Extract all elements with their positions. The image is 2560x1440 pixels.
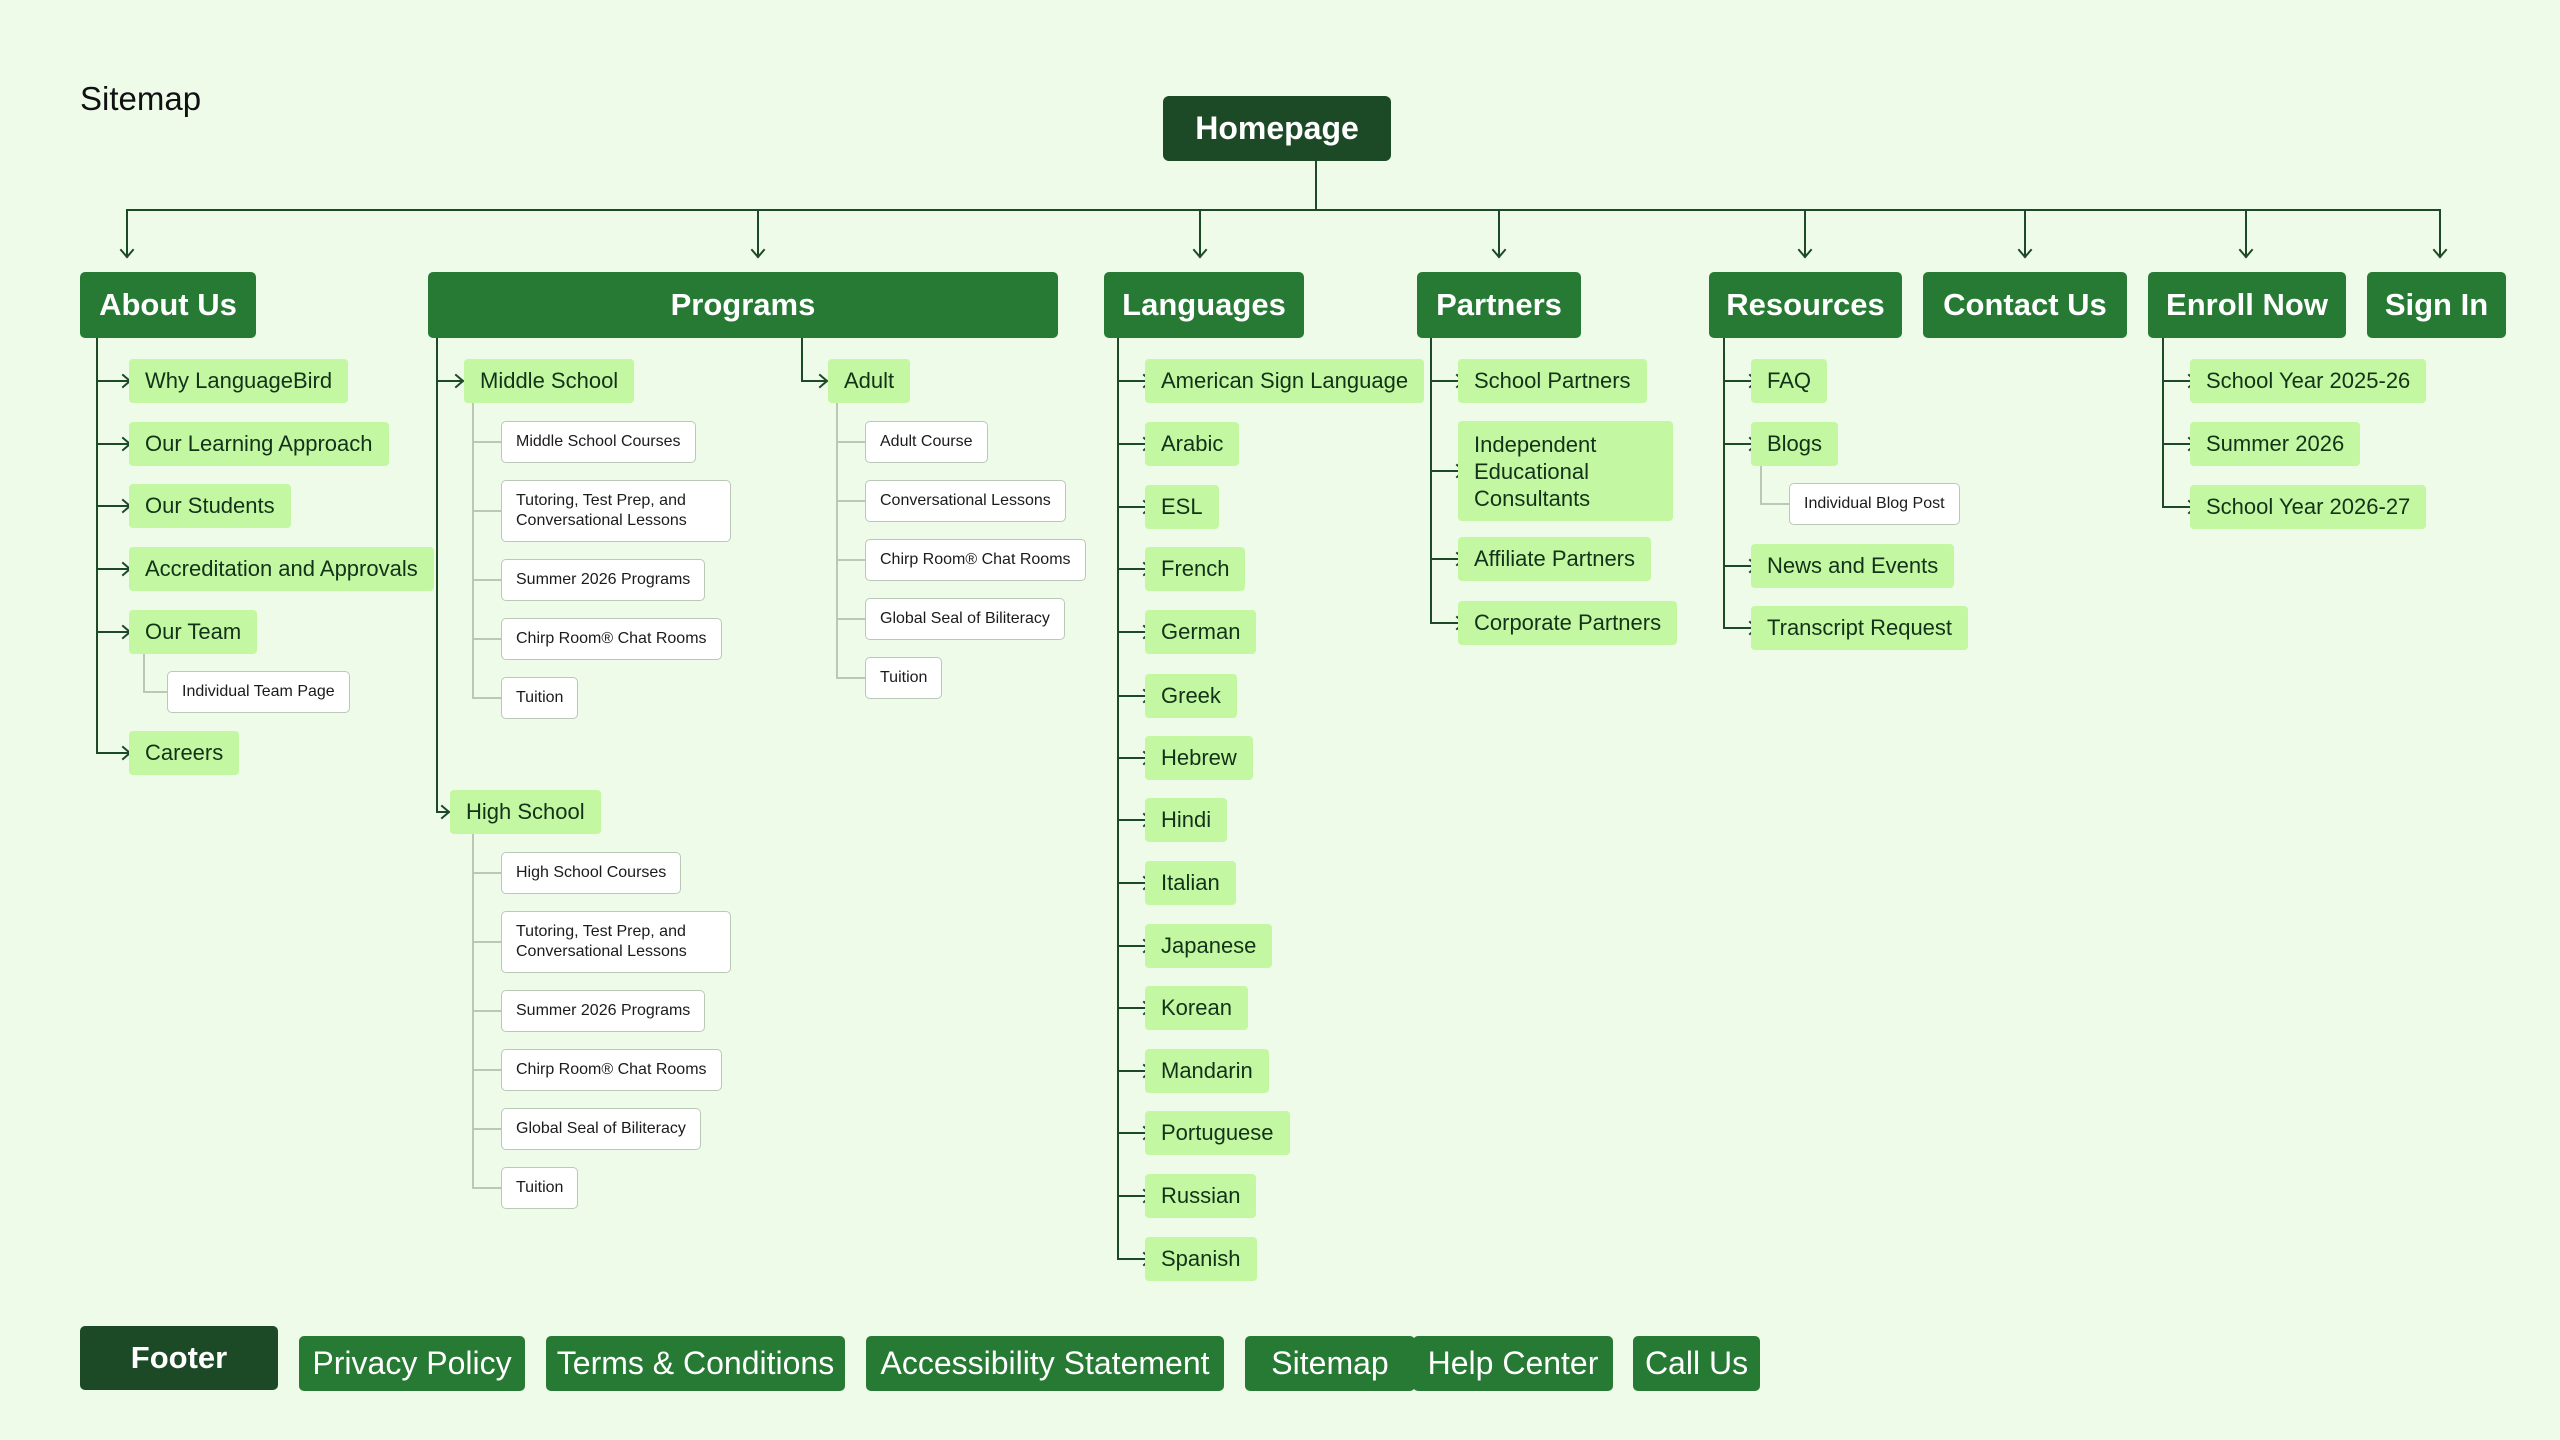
language-item[interactable]: Portuguese <box>1145 1111 1290 1155</box>
middle-school-page[interactable]: Tutoring, Test Prep, and Conversational … <box>501 480 731 542</box>
adult-page[interactable]: Adult Course <box>865 421 988 463</box>
footer-label: Footer <box>80 1326 278 1390</box>
footer-link-call-us[interactable]: Call Us <box>1633 1336 1760 1391</box>
enroll-item[interactable]: School Year 2026-27 <box>2190 485 2427 529</box>
high-school-page[interactable]: Tuition <box>501 1167 579 1209</box>
language-item[interactable]: Russian <box>1145 1174 1257 1218</box>
high-school-page[interactable]: Chirp Room® Chat Rooms <box>501 1049 722 1091</box>
partners-item[interactable]: School Partners <box>1458 359 1647 403</box>
section-enroll-now[interactable]: Enroll Now <box>2148 272 2346 338</box>
language-item[interactable]: Spanish <box>1145 1237 1257 1281</box>
middle-school-page[interactable]: Chirp Room® Chat Rooms <box>501 618 722 660</box>
middle-school-page[interactable]: Summer 2026 Programs <box>501 559 706 601</box>
page-title: Sitemap <box>80 80 202 117</box>
footer-link-sitemap[interactable]: Sitemap <box>1245 1336 1415 1391</box>
footer-link-terms[interactable]: Terms & Conditions <box>546 1336 845 1391</box>
high-school-page[interactable]: Tutoring, Test Prep, and Conversational … <box>501 911 731 973</box>
about-item[interactable]: Our Students <box>129 484 291 528</box>
about-item[interactable]: Why LanguageBird <box>129 359 349 403</box>
resources-item[interactable]: Transcript Request <box>1751 606 1969 650</box>
language-item[interactable]: ESL <box>1145 485 1219 529</box>
programs-middle-school[interactable]: Middle School <box>464 359 635 403</box>
footer-link-accessibility[interactable]: Accessibility Statement <box>866 1336 1224 1391</box>
resources-item[interactable]: News and Events <box>1751 544 1955 588</box>
language-item[interactable]: American Sign Language <box>1145 359 1425 403</box>
enroll-item[interactable]: School Year 2025-26 <box>2190 359 2427 403</box>
footer-link-privacy-policy[interactable]: Privacy Policy <box>299 1336 525 1391</box>
adult-page[interactable]: Chirp Room® Chat Rooms <box>865 539 1086 581</box>
about-item[interactable]: Our Team <box>129 610 258 654</box>
section-partners[interactable]: Partners <box>1417 272 1581 338</box>
language-item[interactable]: French <box>1145 547 1246 591</box>
language-item[interactable]: Italian <box>1145 861 1236 905</box>
resources-item[interactable]: Blogs <box>1751 422 1839 466</box>
enroll-item[interactable]: Summer 2026 <box>2190 422 2361 466</box>
language-item[interactable]: German <box>1145 610 1257 654</box>
language-item[interactable]: Japanese <box>1145 924 1273 968</box>
language-item[interactable]: Mandarin <box>1145 1049 1269 1093</box>
section-contact-us[interactable]: Contact Us <box>1923 272 2127 338</box>
section-languages[interactable]: Languages <box>1104 272 1304 338</box>
partners-item[interactable]: Affiliate Partners <box>1458 537 1652 581</box>
adult-page[interactable]: Conversational Lessons <box>865 480 1066 522</box>
high-school-page[interactable]: High School Courses <box>501 852 682 894</box>
language-item[interactable]: Greek <box>1145 674 1237 718</box>
about-item[interactable]: Accreditation and Approvals <box>129 547 434 591</box>
middle-school-page[interactable]: Tuition <box>501 677 579 719</box>
programs-adult[interactable]: Adult <box>828 359 911 403</box>
partners-item[interactable]: Corporate Partners <box>1458 601 1678 645</box>
language-item[interactable]: Korean <box>1145 986 1248 1030</box>
adult-page[interactable]: Tuition <box>865 657 943 699</box>
homepage-node[interactable]: Homepage <box>1163 96 1391 161</box>
section-sign-in[interactable]: Sign In <box>2367 272 2506 338</box>
section-about-us[interactable]: About Us <box>80 272 256 338</box>
team-subpage[interactable]: Individual Team Page <box>167 671 350 713</box>
high-school-page[interactable]: Global Seal of Biliteracy <box>501 1108 701 1150</box>
section-resources[interactable]: Resources <box>1709 272 1902 338</box>
section-programs[interactable]: Programs <box>428 272 1058 338</box>
adult-page[interactable]: Global Seal of Biliteracy <box>865 598 1065 640</box>
high-school-page[interactable]: Summer 2026 Programs <box>501 990 706 1032</box>
programs-high-school[interactable]: High School <box>450 790 601 834</box>
about-item[interactable]: Careers <box>129 731 240 775</box>
resources-item[interactable]: FAQ <box>1751 359 1828 403</box>
about-item[interactable]: Our Learning Approach <box>129 422 389 466</box>
language-item[interactable]: Hindi <box>1145 798 1228 842</box>
language-item[interactable]: Arabic <box>1145 422 1240 466</box>
blog-subpage[interactable]: Individual Blog Post <box>1789 483 1960 525</box>
language-item[interactable]: Hebrew <box>1145 736 1253 780</box>
footer-link-help-center[interactable]: Help Center <box>1413 1336 1613 1391</box>
middle-school-page[interactable]: Middle School Courses <box>501 421 696 463</box>
partners-item[interactable]: Independent Educational Consultants <box>1458 421 1673 521</box>
